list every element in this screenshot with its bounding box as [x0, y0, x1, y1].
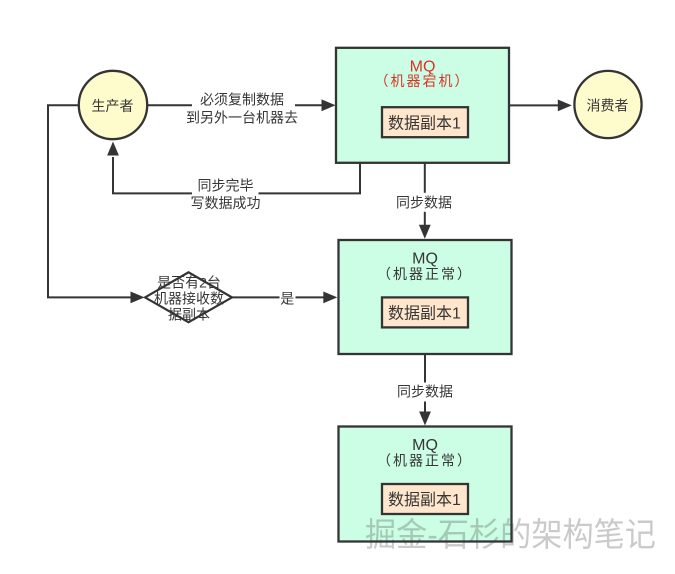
- svg-text:MQ: MQ: [412, 437, 438, 454]
- svg-text:是: 是: [280, 291, 294, 307]
- svg-text:消费者: 消费者: [587, 98, 629, 114]
- svg-text:MQ: MQ: [410, 59, 436, 76]
- svg-text:同步数据: 同步数据: [396, 195, 452, 211]
- svg-text:生产者: 生产者: [92, 98, 134, 114]
- svg-text:掘金-石杉的架构笔记: 掘金-石杉的架构笔记: [365, 516, 656, 553]
- svg-text:（机器正常）: （机器正常）: [377, 266, 473, 282]
- svg-text:数据副本1: 数据副本1: [388, 115, 461, 133]
- svg-text:（机器正常）: （机器正常）: [377, 453, 473, 469]
- svg-text:数据副本1: 数据副本1: [388, 305, 461, 323]
- svg-text:同步数据: 同步数据: [397, 384, 453, 400]
- svg-text:据副本: 据副本: [168, 306, 210, 322]
- svg-text:数据副本1: 数据副本1: [388, 491, 461, 509]
- svg-text:到另外一台机器去: 到另外一台机器去: [186, 109, 298, 125]
- svg-text:MQ: MQ: [412, 251, 438, 268]
- svg-text:是否有2台: 是否有2台: [157, 274, 221, 290]
- svg-text:机器接收数: 机器接收数: [154, 290, 224, 306]
- svg-text:写数据成功: 写数据成功: [191, 195, 261, 211]
- svg-text:同步完毕: 同步完毕: [198, 177, 254, 193]
- svg-text:必须复制数据: 必须复制数据: [200, 91, 284, 107]
- svg-text:（机器宕机）: （机器宕机）: [375, 73, 471, 89]
